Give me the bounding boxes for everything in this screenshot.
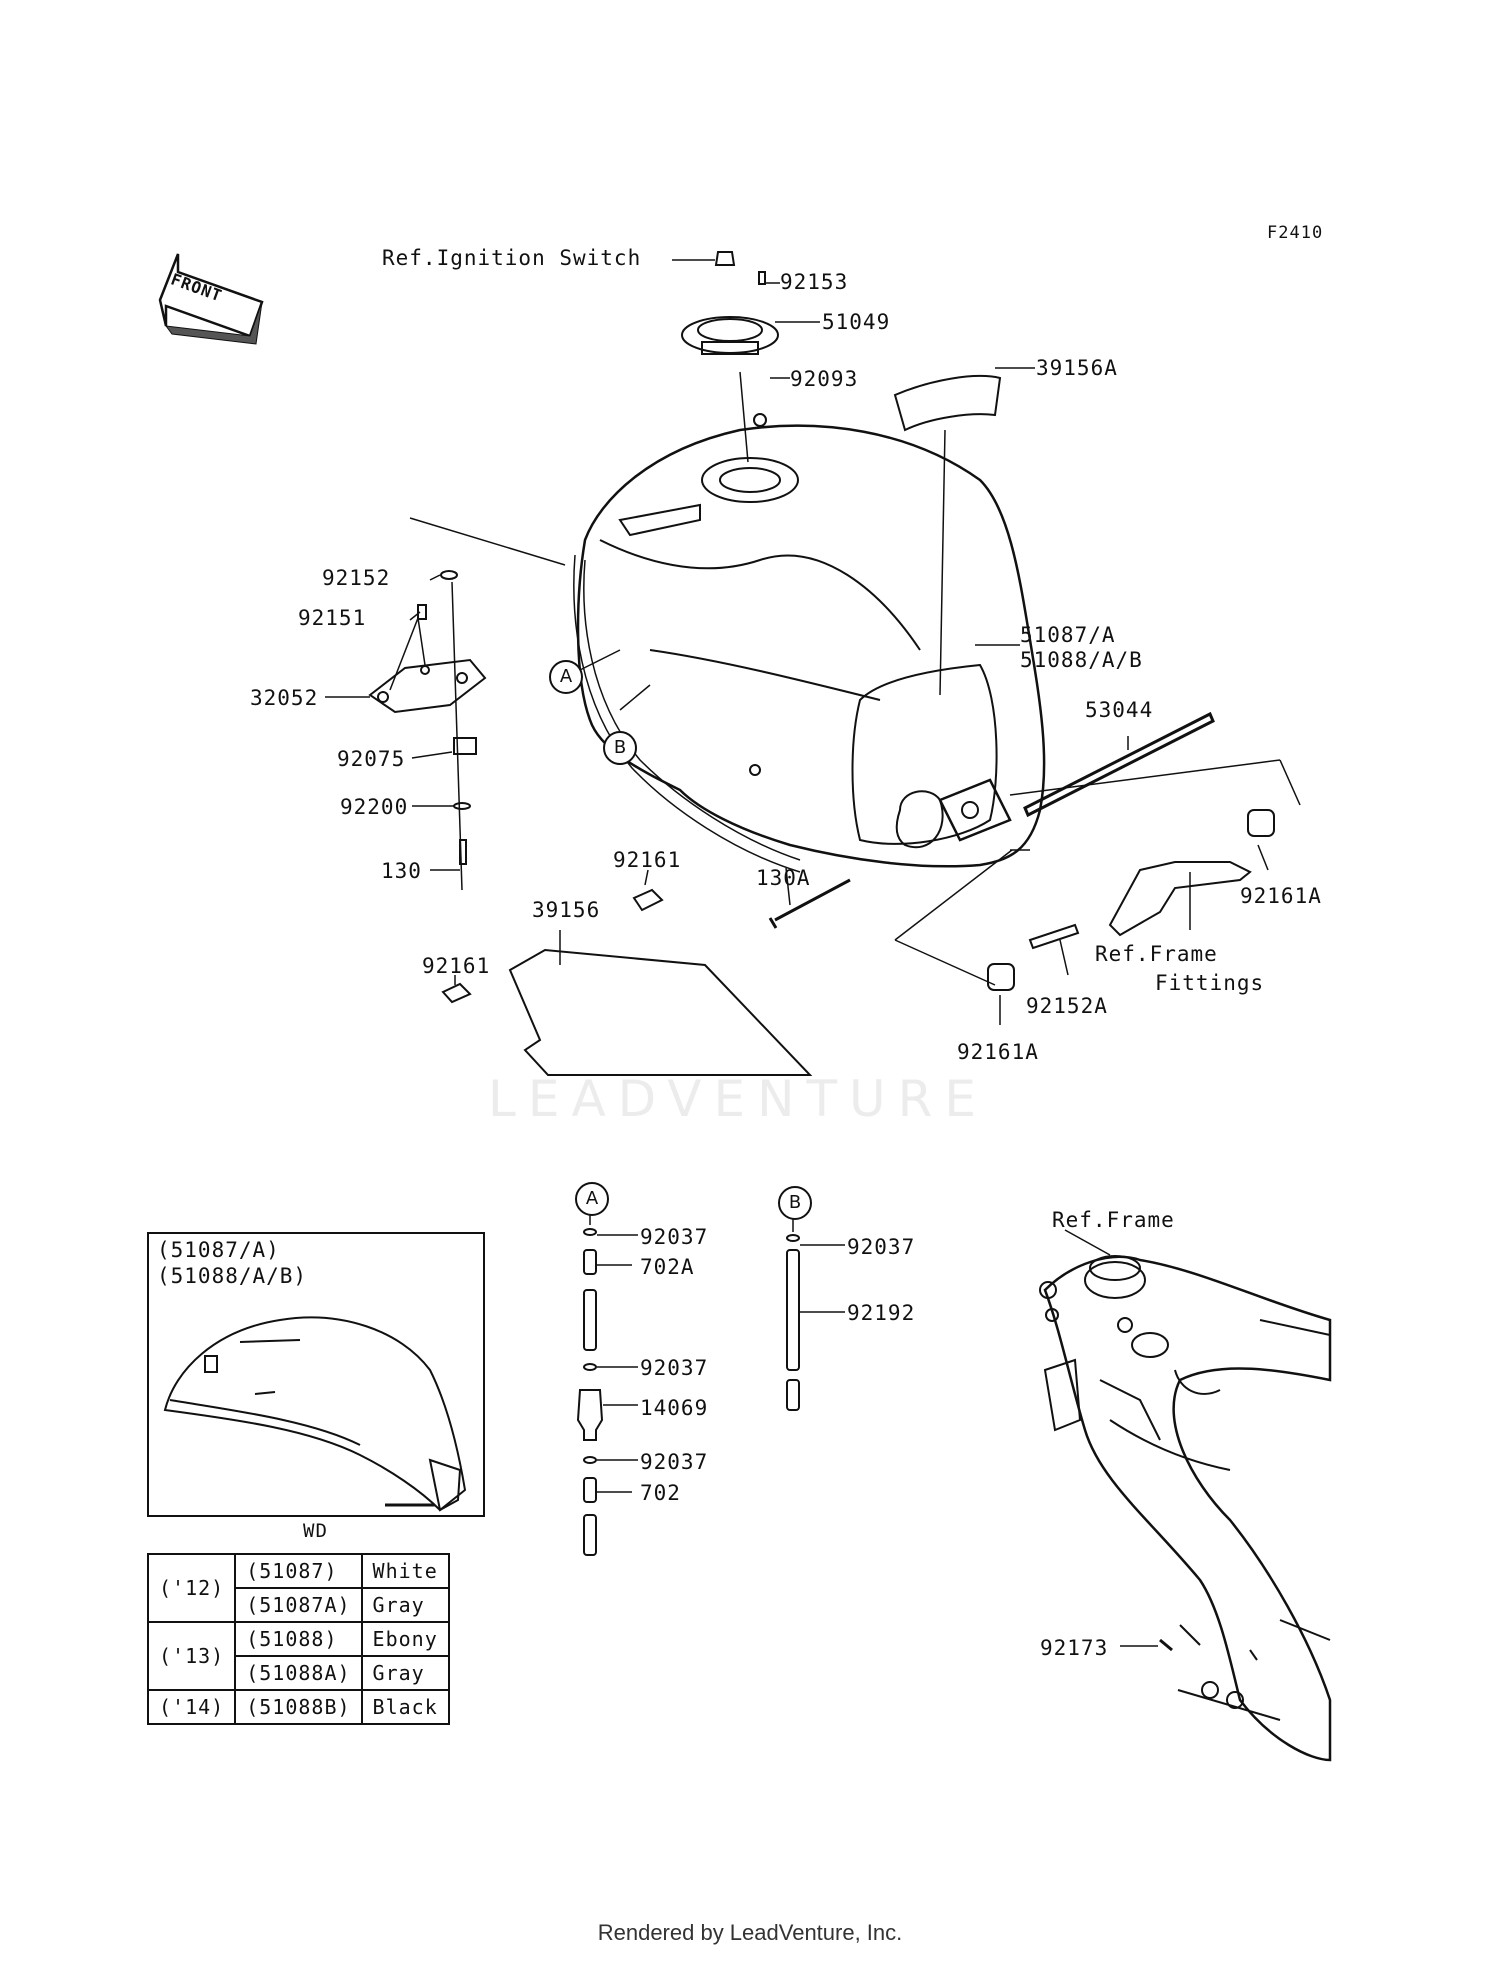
table-row: (51087A) Gray: [148, 1587, 450, 1623]
year-cell: ('12): [146, 1553, 237, 1623]
label-fittings: Fittings: [1155, 971, 1265, 995]
fuel-tank: [573, 413, 1046, 873]
pads: [441, 888, 813, 1076]
hose-callout-a: A: [575, 1182, 609, 1216]
leader-lines: [325, 259, 1301, 1025]
table-row: ('14) (51088B) Black: [146, 1689, 450, 1725]
inset-caption: WD: [303, 1520, 328, 1542]
frame-fittings-bracket: [1108, 861, 1252, 937]
label-b-92192: 92192: [847, 1301, 916, 1325]
label-39156: 39156: [532, 898, 601, 922]
table-row: (51088A) Gray: [148, 1655, 450, 1691]
color-cell: Black: [360, 1689, 450, 1725]
color-cell: Ebony: [360, 1621, 450, 1657]
part-cell: (51088A): [234, 1655, 363, 1691]
year-cell: ('13): [146, 1621, 237, 1691]
label-92200: 92200: [340, 795, 409, 819]
watermark: LEADVENTURE: [488, 1070, 988, 1128]
year-cell: ('14): [146, 1689, 237, 1725]
label-92161a-right: 92161A: [1240, 884, 1322, 908]
bracket-32052: [368, 570, 487, 865]
inset-title-2: (51088/A/B): [157, 1264, 308, 1288]
inset-title-1: (51087/A): [157, 1238, 280, 1262]
callout-b: B: [603, 731, 637, 765]
bolt-130a: [768, 878, 851, 929]
label-a-702: 702: [640, 1481, 681, 1505]
label-92161-top: 92161: [613, 848, 682, 872]
inset-panel: (51087/A) (51088/A/B): [147, 1232, 485, 1517]
cover-39156a: [893, 375, 1002, 432]
table-row: ('13) (51088) Ebony: [146, 1621, 450, 1691]
label-a-92037-2: 92037: [640, 1356, 709, 1380]
label-51088: 51088/A/B: [1020, 648, 1143, 672]
label-ref-ignition-switch: Ref.Ignition Switch: [382, 246, 642, 270]
part-cell: (51087): [234, 1553, 363, 1589]
label-92075: 92075: [337, 747, 406, 771]
fuel-cap: [681, 251, 779, 355]
label-a-92037-3: 92037: [640, 1450, 709, 1474]
label-92173: 92173: [1040, 1636, 1109, 1660]
footer-credit: Rendered by LeadVenture, Inc.: [597, 1920, 903, 1945]
label-51087: 51087/A: [1020, 623, 1116, 647]
inset-tank-sketch: [163, 1316, 467, 1512]
damper-92161a: [987, 809, 1275, 991]
hose-group-b: [786, 1215, 845, 1411]
label-92151: 92151: [298, 606, 367, 630]
label-92153: 92153: [780, 270, 849, 294]
part-cell: (51088): [234, 1621, 363, 1657]
label-a-92037-1: 92037: [640, 1225, 709, 1249]
front-arrow-icon: [158, 253, 264, 345]
color-table: ('12) (51087) White (51087A) Gray ('13) …: [146, 1553, 450, 1725]
label-92093: 92093: [790, 367, 859, 391]
color-cell: Gray: [360, 1587, 450, 1623]
color-cell: White: [360, 1553, 450, 1589]
diagram-code: F2410: [1267, 223, 1324, 243]
label-51049: 51049: [822, 310, 891, 334]
hose-group-a: [576, 1210, 638, 1556]
label-92161-left: 92161: [422, 954, 491, 978]
table-row: ('12) (51087) White: [146, 1553, 450, 1623]
callout-a: A: [549, 660, 583, 694]
label-92152a: 92152A: [1026, 994, 1108, 1018]
part-cell: (51088B): [234, 1689, 363, 1725]
label-53044: 53044: [1085, 698, 1154, 722]
label-92152: 92152: [322, 566, 391, 590]
hose-callout-b: B: [778, 1186, 812, 1220]
part-cell: (51087A): [234, 1587, 363, 1623]
label-ref-frame-fittings: Ref.Frame: [1095, 942, 1218, 966]
label-a-702a: 702A: [640, 1255, 695, 1279]
strip-53044: [1023, 711, 1215, 818]
label-32052: 32052: [250, 686, 319, 710]
label-ref-frame: Ref.Frame: [1052, 1208, 1175, 1232]
label-130a: 130A: [756, 866, 811, 890]
label-a-14069: 14069: [640, 1396, 709, 1420]
label-130: 130: [381, 859, 422, 883]
frame: [1039, 1229, 1332, 1762]
label-b-92037: 92037: [847, 1235, 916, 1259]
color-cell: Gray: [360, 1655, 450, 1691]
label-39156a: 39156A: [1036, 356, 1118, 380]
label-92161a-low: 92161A: [957, 1040, 1039, 1064]
